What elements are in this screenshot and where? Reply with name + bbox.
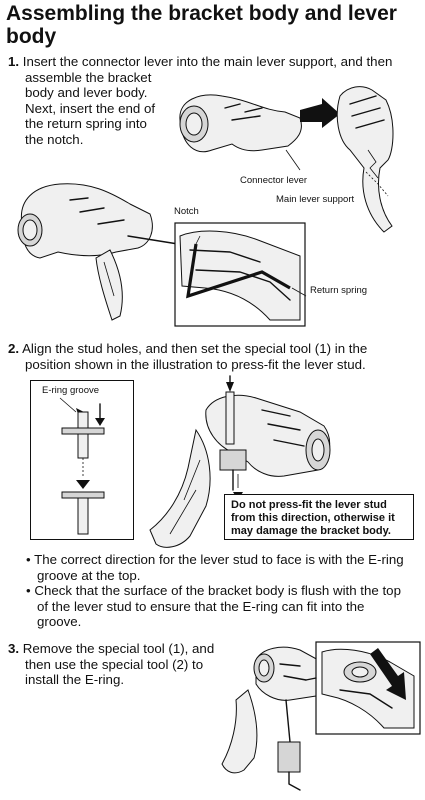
warning-line-2: from this direction, otherwise it — [231, 512, 395, 524]
step-1-line-5: the return spring into — [25, 116, 147, 132]
warning-callout: Do not press-fit the lever stud from thi… — [224, 494, 414, 540]
step-2-number: 2. — [8, 341, 20, 356]
step-3-number: 3. — [8, 641, 20, 656]
note-1-line-2: groove at the top. — [37, 567, 141, 583]
step-1-number: 1. — [8, 54, 20, 69]
step-1-line-2: assemble the bracket — [25, 69, 152, 85]
step-2-text: 2. Align the stud holes, and then set th… — [8, 341, 422, 372]
step-3-line-3: install the E-ring. — [25, 672, 125, 688]
step-1-line-1: Insert the connector lever into the main… — [22, 54, 393, 69]
label-connector-lever: Connector lever — [240, 175, 308, 186]
step-1-line-3: body and lever body. — [25, 85, 148, 101]
label-main-lever-support: Main lever support — [276, 194, 355, 205]
warning-line-1: Do not press-fit the lever stud — [231, 499, 387, 511]
step-1-line-4: Next, insert the end of — [25, 100, 156, 116]
label-notch: Notch — [174, 206, 199, 217]
note-2-bullet: • — [26, 583, 31, 598]
note-2-line-1: Check that the surface of the bracket bo… — [34, 583, 401, 598]
step-1-line-6: the notch. — [25, 131, 84, 147]
step-3-line-2: then use the special tool (2) to — [25, 656, 204, 672]
warning-line-3: may damage the bracket body. — [231, 525, 391, 537]
label-return-spring: Return spring — [310, 285, 368, 296]
note-1-line-1: The correct direction for the lever stud… — [34, 552, 404, 567]
note-1-bullet: • — [26, 552, 31, 567]
bracket-lever-illustration — [17, 86, 394, 327]
page-title: Assembling the bracket body and lever bo… — [6, 2, 397, 48]
note-2-line-2: of the lever stud to ensure that the E-r… — [37, 598, 365, 614]
step-1-text: 1. Insert the connector lever into the m… — [8, 54, 420, 148]
note-1: • The correct direction for the lever st… — [26, 552, 422, 583]
step-3-line-1: Remove the special tool (1), and — [22, 641, 215, 656]
step-2-line-1: Align the stud holes, and then set the s… — [22, 341, 368, 356]
label-e-ring-groove: E-ring groove — [42, 385, 100, 396]
step-3-text: 3. Remove the special tool (1), and then… — [8, 641, 248, 688]
note-2-line-3: groove. — [37, 614, 82, 630]
step-2-line-2: position shown in the illustration to pr… — [25, 356, 366, 372]
note-2: • Check that the surface of the bracket … — [26, 583, 422, 630]
